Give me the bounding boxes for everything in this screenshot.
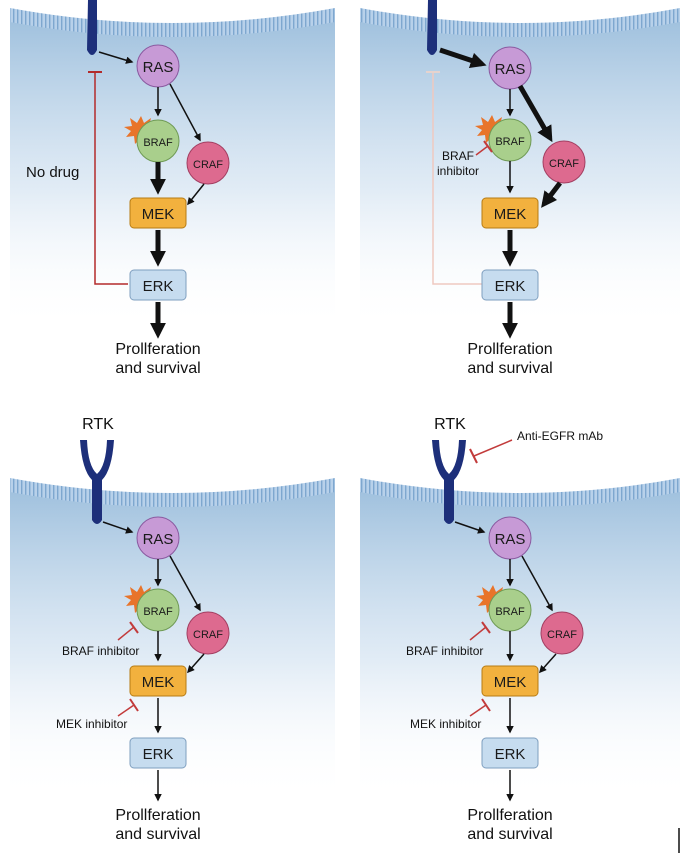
craf-label: CRAF xyxy=(193,159,223,171)
panel-triple-inhibitor: RTK Anti-EGFR mAb RAS BRAF BRAF inhibito… xyxy=(360,416,680,843)
erk-node xyxy=(129,737,187,769)
erk-label: ERK xyxy=(495,278,526,295)
output-label-line1: Prollferation xyxy=(467,341,552,358)
cell-membrane xyxy=(10,478,335,507)
feedback-inhibition xyxy=(94,72,128,285)
ras-label: RAS xyxy=(495,531,526,548)
anti-egfr-label: Anti-EGFR mAb xyxy=(517,429,603,443)
braf-label: BRAF xyxy=(143,137,173,149)
craf-label: CRAF xyxy=(549,158,579,170)
mek-node xyxy=(481,665,539,697)
cell-membrane xyxy=(360,478,680,507)
rtk-label: RTK xyxy=(434,416,466,433)
craf-node xyxy=(542,140,586,184)
ras-label: RAS xyxy=(495,61,526,78)
mek-node xyxy=(129,665,187,697)
cell-membrane xyxy=(360,8,680,37)
ras-label: RAS xyxy=(143,59,174,76)
erk-label: ERK xyxy=(143,746,174,763)
receptor-icon xyxy=(427,0,437,55)
mek-node xyxy=(481,197,539,229)
craf-node xyxy=(186,141,230,185)
output-label-line1: Prollferation xyxy=(115,341,200,358)
mek-node xyxy=(129,197,187,229)
mek-label: MEK xyxy=(494,206,527,223)
erk-label: ERK xyxy=(495,746,526,763)
output-label-line2: and survival xyxy=(115,826,200,843)
mek-label: MEK xyxy=(142,674,175,691)
cell-interior xyxy=(360,20,680,330)
panel-braf-inhibitor: RAS BRAF BRAF inhibitor CRAF MEK ERK Pro… xyxy=(360,0,680,377)
mek-inhibitor-label: MEK inhibitor xyxy=(56,717,127,731)
cell-interior xyxy=(10,20,335,330)
rtk-label: RTK xyxy=(82,416,114,433)
braf-label: BRAF xyxy=(495,136,525,148)
braf-label: BRAF xyxy=(495,606,525,618)
mek-label: MEK xyxy=(142,206,175,223)
craf-node xyxy=(186,611,230,655)
output-label-line2: and survival xyxy=(115,360,200,377)
output-label-line2: and survival xyxy=(467,826,552,843)
craf-label: CRAF xyxy=(547,629,577,641)
mek-label: MEK xyxy=(494,674,527,691)
receptor-icon xyxy=(80,440,114,524)
braf-label: BRAF xyxy=(143,606,173,618)
output-label-line2: and survival xyxy=(467,360,552,377)
erk-node xyxy=(129,269,187,301)
feedback-inhibition-weak xyxy=(432,72,482,285)
ras-label: RAS xyxy=(143,531,174,548)
erk-node xyxy=(481,269,539,301)
craf-node xyxy=(540,611,584,655)
output-label-line1: Prollferation xyxy=(115,807,200,824)
receptor-icon xyxy=(432,440,466,524)
erk-label: ERK xyxy=(143,278,174,295)
cell-interior xyxy=(360,490,680,800)
panel-no-drug: RAS BRAF CRAF MEK ERK No drug Prollferat… xyxy=(10,0,335,377)
braf-inhibitor-label: BRAF inhibitor xyxy=(62,644,139,658)
braf-inhibitor-label-line1: BRAF xyxy=(442,149,474,163)
receptor-icon xyxy=(87,0,97,55)
cell-interior xyxy=(10,490,335,800)
craf-label: CRAF xyxy=(193,629,223,641)
erk-node xyxy=(481,737,539,769)
braf-inhibitor-label: BRAF inhibitor xyxy=(406,644,483,658)
braf-inhibitor-label-line2: inhibitor xyxy=(437,164,479,178)
output-label-line1: Prollferation xyxy=(467,807,552,824)
panel-braf-mek-inhibitor: RTK RAS BRAF BRAF inhibitor CRAF MEK MEK… xyxy=(10,416,335,843)
mek-inhibitor-label: MEK inhibitor xyxy=(410,717,481,731)
no-drug-label: No drug xyxy=(26,164,79,181)
